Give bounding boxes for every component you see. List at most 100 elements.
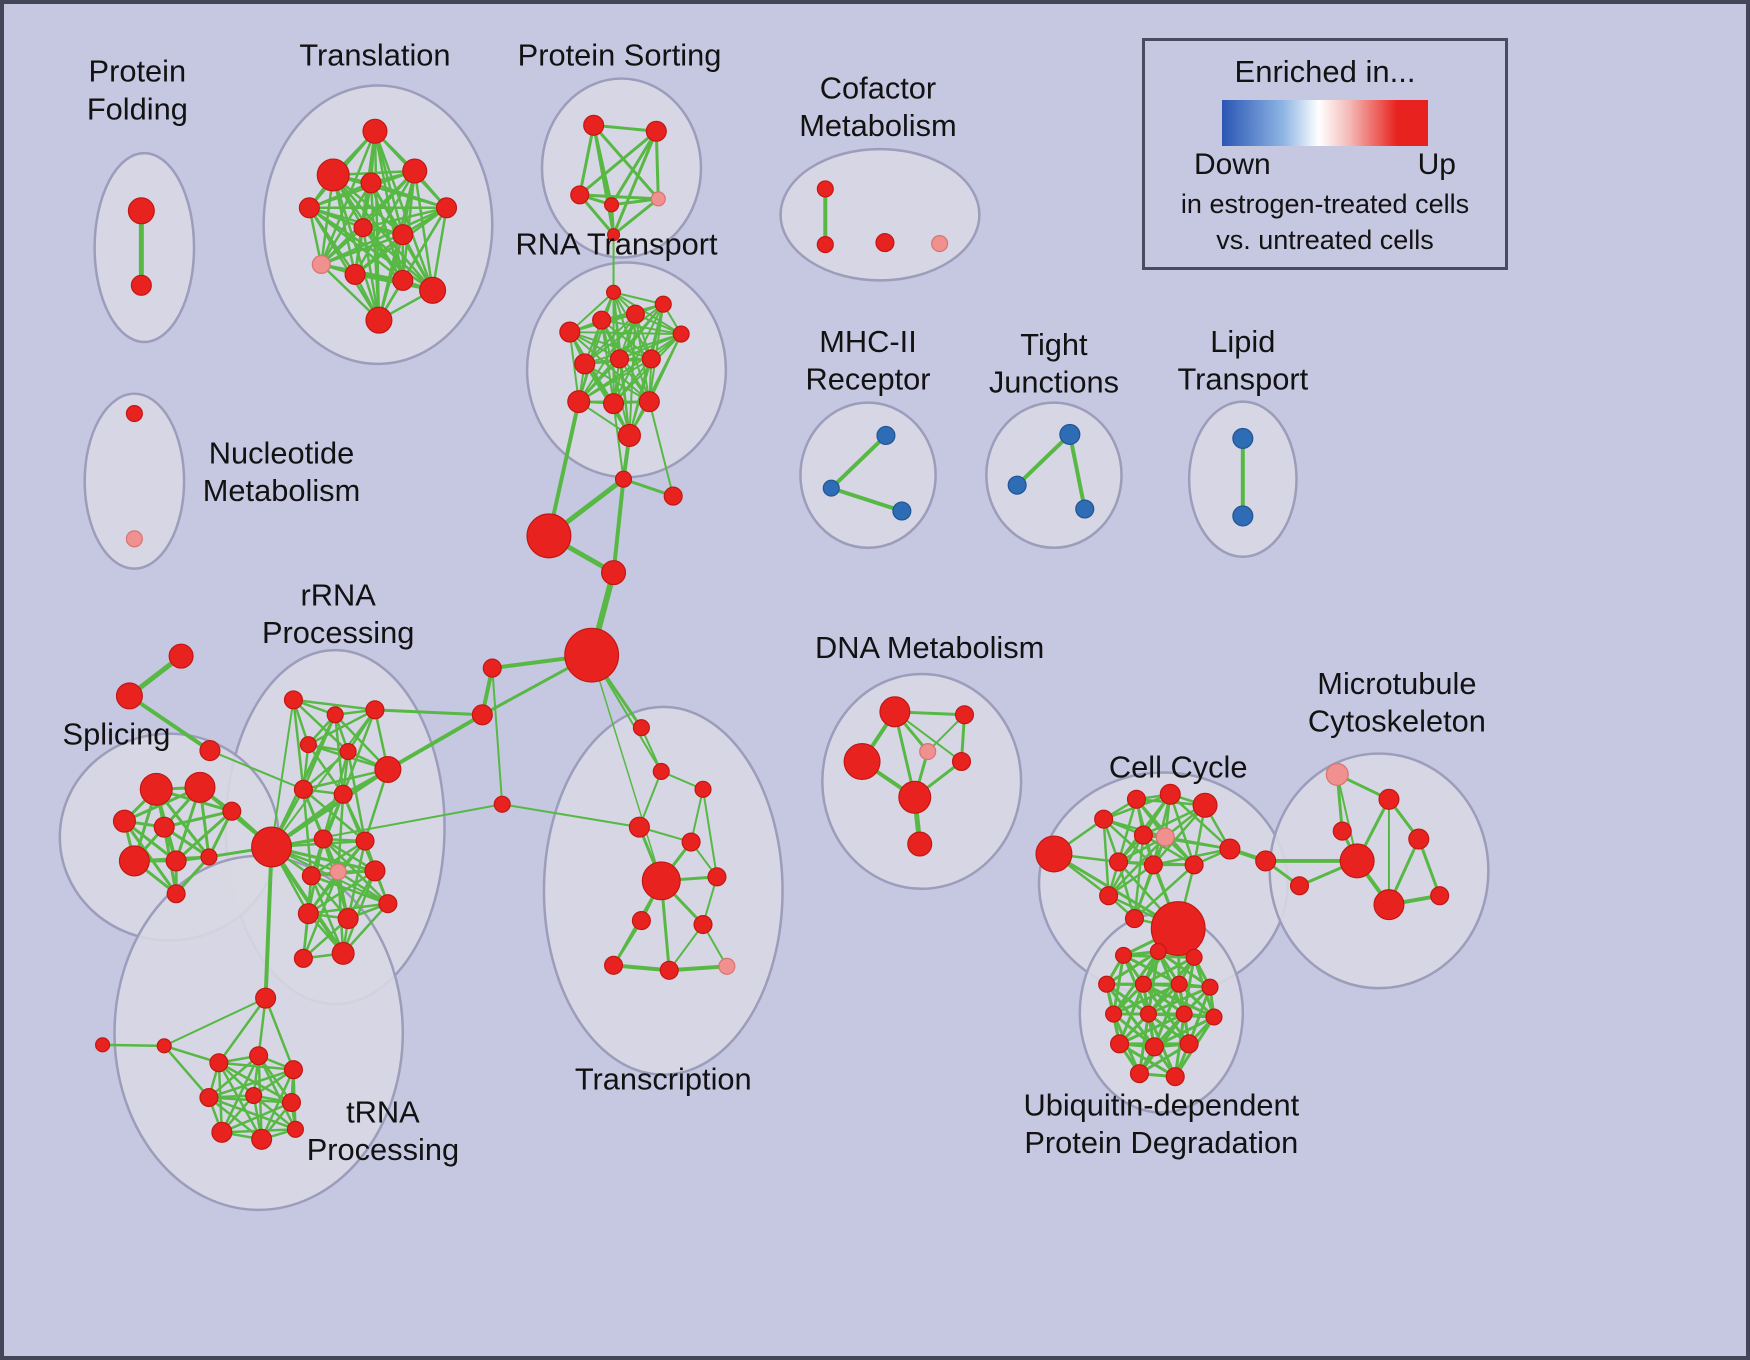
cluster-label-transcription: Transcription: [575, 1062, 752, 1097]
node-chain-3: [601, 560, 627, 586]
node-cellcycle-12: [1124, 909, 1145, 929]
edge: [373, 708, 484, 717]
node-trna-1: [156, 1038, 172, 1054]
node-rrna-17: [331, 941, 355, 965]
node-cofactor-3: [931, 235, 949, 253]
node-translation-3: [360, 172, 382, 194]
node-protein_sorting-0: [583, 114, 605, 136]
edge: [292, 698, 377, 712]
cluster-label-microtubule-cytoskeleton: Cytoskeleton: [1308, 704, 1486, 739]
node-transcription-8: [693, 915, 713, 935]
cluster-dna-metabolism: [821, 672, 1023, 891]
node-rrna-2: [365, 700, 385, 720]
node-transcription-2: [694, 780, 712, 798]
cluster-label-translation: Translation: [299, 38, 450, 73]
node-transcription-7: [631, 911, 651, 931]
edge: [413, 169, 434, 292]
node-rrna-3: [299, 736, 317, 754]
edge: [1102, 817, 1167, 839]
edge: [546, 399, 581, 538]
edge: [207, 1096, 297, 1131]
node-trna-4: [249, 1046, 269, 1066]
edge: [373, 130, 405, 236]
node-splicing-5: [118, 845, 150, 877]
cluster-label-protein-folding: Protein: [89, 54, 187, 89]
node-trna-9: [211, 1121, 233, 1143]
node-transcription-1: [652, 762, 670, 781]
node-cellcycle-11: [1099, 886, 1119, 906]
node-micro-4: [1339, 843, 1375, 879]
edge: [611, 477, 626, 575]
edge: [269, 767, 390, 849]
node-cellcycle-4: [1192, 792, 1218, 818]
node-rrna-7: [333, 784, 353, 804]
node-protein_sorting-3: [604, 197, 620, 213]
edge: [341, 869, 377, 955]
node-rrna-8: [251, 826, 293, 868]
cluster-label-mhc-ii-receptor: MHC-II: [819, 324, 917, 359]
edge: [612, 402, 625, 481]
node-lipid-1: [1232, 505, 1254, 527]
node-cofactor-0: [816, 180, 834, 198]
node-rna_transport-9: [567, 390, 591, 414]
node-tight-0: [1059, 423, 1081, 445]
node-cellcycle-0: [1035, 835, 1073, 873]
node-transcription-9: [604, 955, 624, 975]
edge: [207, 1068, 295, 1099]
node-rna_transport-8: [641, 349, 661, 369]
node-rrna-1: [326, 706, 344, 724]
node-translation-12: [365, 306, 393, 334]
edge: [702, 788, 718, 878]
edge: [1118, 1012, 1186, 1046]
node-ubiq-0: [1114, 946, 1133, 964]
edge: [310, 874, 390, 905]
edge: [373, 130, 434, 292]
node-protein_sorting-5: [606, 228, 621, 242]
edge: [1112, 982, 1181, 1016]
cluster-label-ubiquitin-degradation: Protein Degradation: [1024, 1125, 1298, 1160]
node-rrna-6: [293, 779, 313, 799]
cluster-label-tight-junctions: Junctions: [989, 365, 1119, 400]
node-cellcycle-5: [1133, 825, 1153, 845]
node-chain-0: [614, 470, 633, 488]
edge: [220, 1101, 293, 1134]
node-translation-4: [402, 158, 428, 184]
node-ubiq-8: [1139, 1005, 1157, 1023]
edge: [829, 486, 904, 513]
node-cellcycle-13: [1150, 901, 1206, 956]
node-trna-8: [281, 1092, 301, 1113]
cluster-label-cell-cycle: Cell Cycle: [1109, 749, 1248, 784]
edge: [257, 1054, 297, 1131]
edge: [308, 206, 405, 282]
node-translation-5: [435, 197, 458, 219]
node-ubiq-12: [1144, 1037, 1164, 1057]
cluster-protein-folding: [93, 151, 196, 344]
edge: [1102, 817, 1110, 897]
node-translation-2: [298, 197, 320, 219]
edge: [491, 667, 504, 806]
edge: [618, 333, 683, 360]
node-splicing-3: [153, 816, 175, 838]
node-rna_transport-5: [672, 325, 690, 343]
node-lipid-0: [1232, 427, 1254, 449]
node-rrna-10: [355, 831, 375, 851]
node-protein_sorting-2: [570, 185, 590, 205]
cluster-label-cofactor-metabolism: Cofactor: [820, 70, 936, 105]
node-tight-1: [1007, 475, 1027, 495]
edge: [264, 996, 295, 1071]
edge: [217, 1061, 263, 1141]
edge: [220, 1054, 260, 1134]
legend: Enriched in... Down Up in estrogen-treat…: [1142, 38, 1508, 270]
node-cellcycle-2: [1126, 789, 1146, 809]
cluster-label-rna-transport: RNA Transport: [516, 227, 718, 262]
node-ubiq-11: [1110, 1034, 1130, 1054]
node-rna_transport-7: [609, 349, 630, 369]
edge: [310, 874, 345, 955]
node-ubiq-2: [1185, 948, 1203, 966]
node-protein_sorting-1: [645, 120, 667, 142]
cluster-label-protein-folding: Folding: [87, 91, 188, 126]
edge: [346, 839, 367, 920]
edge: [162, 1044, 211, 1099]
node-mhc-2: [892, 501, 912, 521]
node-trna-7: [245, 1086, 263, 1105]
